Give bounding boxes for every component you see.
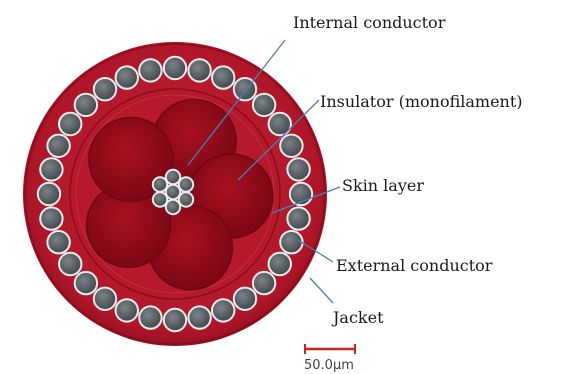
external-conductor-wire (188, 59, 210, 81)
label-insulator: Insulator (monofilament) (320, 92, 523, 111)
external-conductor-wire (59, 113, 81, 135)
external-conductor-wire (287, 158, 309, 180)
external-conductor-wire (212, 66, 234, 88)
external-conductor-wire (188, 306, 210, 328)
external-conductor-wire (75, 94, 97, 116)
scale-bar-label: 50.0µm (304, 358, 354, 373)
internal-conductor-wire (153, 192, 167, 206)
label-jacket: Jacket (331, 308, 384, 327)
external-conductor-wire (139, 306, 161, 328)
label-skin-layer: Skin layer (342, 176, 424, 195)
internal-conductor-wire (166, 170, 180, 184)
label-internal-conductor: Internal conductor (293, 13, 446, 32)
external-conductor-wire (47, 135, 69, 157)
external-conductor-wire (269, 253, 291, 275)
scale-bar: 50.0µm (304, 344, 355, 373)
external-conductor-wire (234, 288, 256, 310)
external-conductor-wire (59, 253, 81, 275)
external-conductor-wire (253, 94, 275, 116)
external-conductor-wire (38, 183, 60, 205)
external-conductor-wire (47, 231, 69, 253)
external-conductor-wire (253, 272, 275, 294)
internal-conductor-wire (153, 177, 167, 191)
external-conductor-wire (75, 272, 97, 294)
external-conductor-wire (94, 288, 116, 310)
external-conductor-wire (164, 309, 186, 331)
internal-conductor-wire (166, 185, 180, 199)
internal-conductor-bundle (153, 170, 193, 214)
external-conductor-wire (116, 66, 138, 88)
external-conductor-wire (116, 299, 138, 321)
external-conductor-wire (94, 78, 116, 100)
external-conductor-wire (40, 158, 62, 180)
external-conductor-wire (280, 135, 302, 157)
external-conductor-wire (139, 59, 161, 81)
external-conductor-wire (212, 299, 234, 321)
internal-conductor-wire (166, 200, 180, 214)
internal-conductor-wire (179, 177, 193, 191)
label-external-conductor: External conductor (336, 256, 493, 275)
external-conductor-wire (287, 207, 309, 229)
internal-conductor-wire (179, 192, 193, 206)
external-conductor-wire (164, 57, 186, 79)
leader-jacket (310, 278, 333, 303)
external-conductor-wire (280, 231, 302, 253)
external-conductor-wire (40, 207, 62, 229)
